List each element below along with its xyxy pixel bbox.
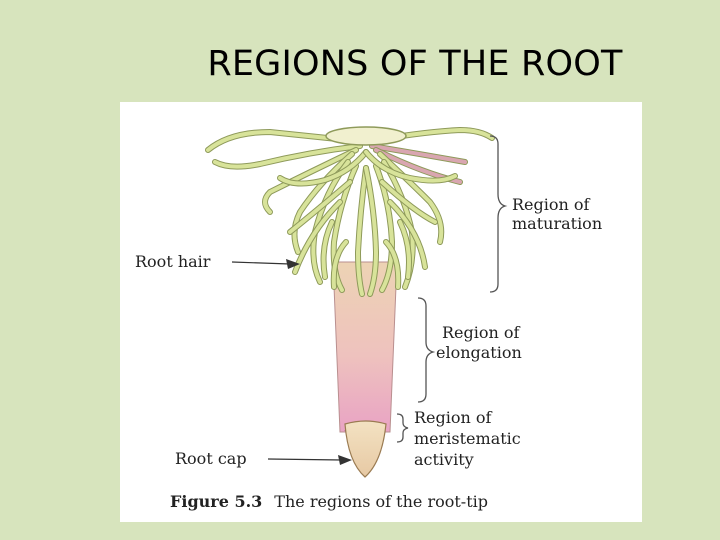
root-hair-strand xyxy=(355,166,368,296)
root-hair-strand xyxy=(364,166,379,296)
root-hair-strand xyxy=(292,152,354,254)
figure-caption: Figure 5.3 The regions of the root-tip xyxy=(170,492,488,511)
root-diagram-figure: Root hair Root cap Region of maturation … xyxy=(120,102,642,522)
bracket-maturation xyxy=(489,135,508,293)
slide-title: REGIONS OF THE ROOT xyxy=(207,44,623,84)
root-hair-strand xyxy=(263,148,358,214)
label-meristematic-line3: activity xyxy=(414,450,474,469)
label-maturation-line2: maturation xyxy=(512,214,603,233)
root-hair-strand xyxy=(388,200,427,269)
bracket-elongation xyxy=(417,297,436,403)
arrow-root-hair-line xyxy=(231,261,291,265)
figure-caption-number: Figure 5.3 xyxy=(170,492,263,511)
arrow-root-cap-line xyxy=(267,458,343,461)
root-hair-strand xyxy=(364,150,457,183)
bracket-meristematic xyxy=(396,413,409,443)
label-root-cap: Root cap xyxy=(175,449,247,468)
arrow-root-cap-head xyxy=(338,455,352,465)
root-hair-strand xyxy=(384,240,401,289)
label-elongation-line2: elongation xyxy=(436,343,522,362)
root-cap xyxy=(344,420,387,478)
root-hair-strand xyxy=(278,150,368,186)
figure-caption-text: The regions of the root-tip xyxy=(274,492,488,511)
root-hair-strand xyxy=(288,180,352,234)
root-hair-strand xyxy=(331,240,348,289)
root-hairs xyxy=(205,126,495,297)
root-hair-strand xyxy=(380,180,437,224)
label-meristematic-line1: Region of xyxy=(414,408,492,427)
label-root-hair: Root hair xyxy=(135,252,211,271)
label-meristematic-line2: meristematic xyxy=(414,429,521,448)
root-hair-strand xyxy=(398,220,411,279)
arrow-root-hair-head xyxy=(286,259,300,269)
root-top-disc xyxy=(325,126,407,146)
root-hair-strand xyxy=(213,144,362,169)
root-hair-strand xyxy=(378,152,444,244)
root-hair-strand xyxy=(321,220,334,279)
label-elongation-line1: Region of xyxy=(442,323,520,342)
root-diagram-illustration xyxy=(205,126,508,478)
label-maturation-line1: Region of xyxy=(512,195,590,214)
root-hair-strand xyxy=(370,144,467,164)
